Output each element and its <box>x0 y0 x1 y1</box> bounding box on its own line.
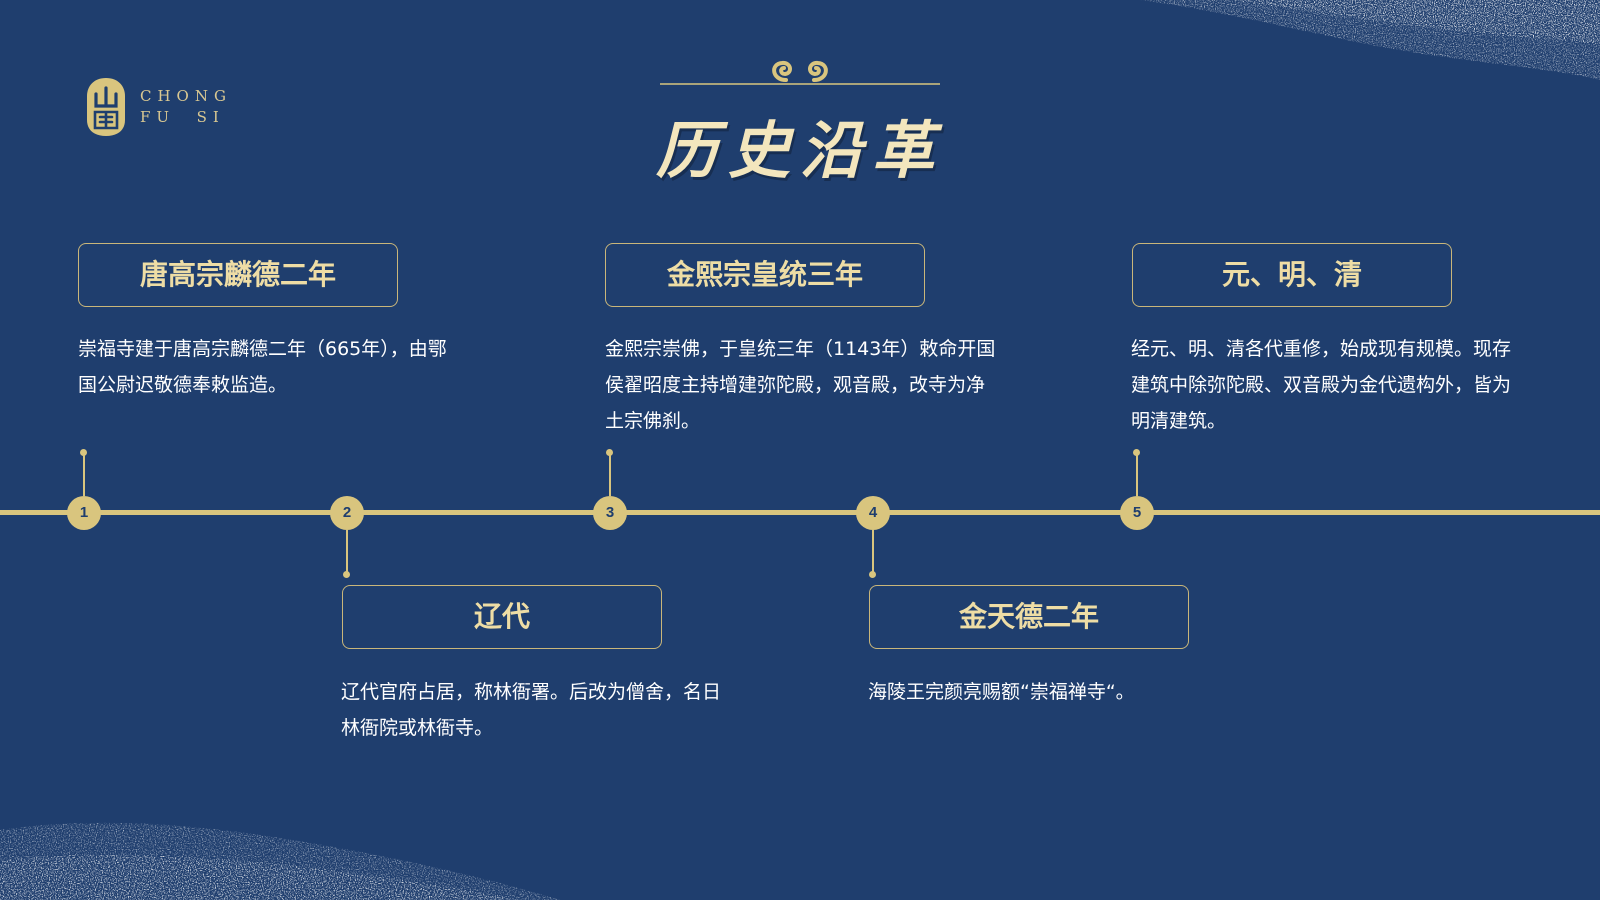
timeline-node-3: 3 <box>593 496 627 530</box>
event-title-3: 金熙宗皇统三年 <box>605 243 925 307</box>
event-description-3: 金熙宗崇佛，于皇统三年（1143年）敕命开国侯翟昭度主持增建弥陀殿，观音殿，改寺… <box>605 338 996 432</box>
timeline-connector <box>872 530 874 574</box>
timeline-axis <box>0 510 1600 515</box>
page-title: 历史沿革 <box>655 114 944 187</box>
timeline-connector <box>609 452 611 496</box>
event-title-5: 元、明、清 <box>1132 243 1452 307</box>
timeline-node-5: 5 <box>1120 496 1154 530</box>
timeline-node-2: 2 <box>330 496 364 530</box>
timeline-connector-dot <box>343 571 350 578</box>
timeline-connector-dot <box>80 449 87 456</box>
logo-line-1: CHONG <box>140 87 232 105</box>
timeline-connector <box>346 530 348 574</box>
timeline-connector <box>1136 452 1138 496</box>
event-title-2: 辽代 <box>342 585 662 649</box>
timeline-connector-dot <box>869 571 876 578</box>
timeline-node-1: 1 <box>67 496 101 530</box>
event-description-2: 辽代官府占居，称林衙署。后改为僧舍，名日林衙院或林衙寺。 <box>341 681 722 739</box>
logo-text: CHONG FU SI <box>140 86 232 128</box>
event-title-1: 唐高宗麟德二年 <box>78 243 398 307</box>
temple-seal-icon <box>87 78 125 136</box>
event-description-1: 崇福寺建于唐高宗麟德二年（665年），由鄂国公尉迟敬德奉敕监造。 <box>78 338 447 396</box>
logo-line-2: FU SI <box>140 108 225 126</box>
timeline-connector <box>83 452 85 496</box>
logo: CHONG FU SI <box>84 76 226 140</box>
event-title-4: 金天德二年 <box>869 585 1189 649</box>
cloud-scroll-ornament-icon <box>660 60 940 85</box>
timeline-node-4: 4 <box>856 496 890 530</box>
timeline-connector-dot <box>1133 449 1140 456</box>
event-description-5: 经元、明、清各代重修，始成现有规模。现存建筑中除弥陀殿、双音殿为金代遗构外，皆为… <box>1131 338 1512 432</box>
timeline-connector-dot <box>606 449 613 456</box>
event-description-4: 海陵王完颜亮赐额“崇福禅寺“。 <box>868 681 1135 703</box>
